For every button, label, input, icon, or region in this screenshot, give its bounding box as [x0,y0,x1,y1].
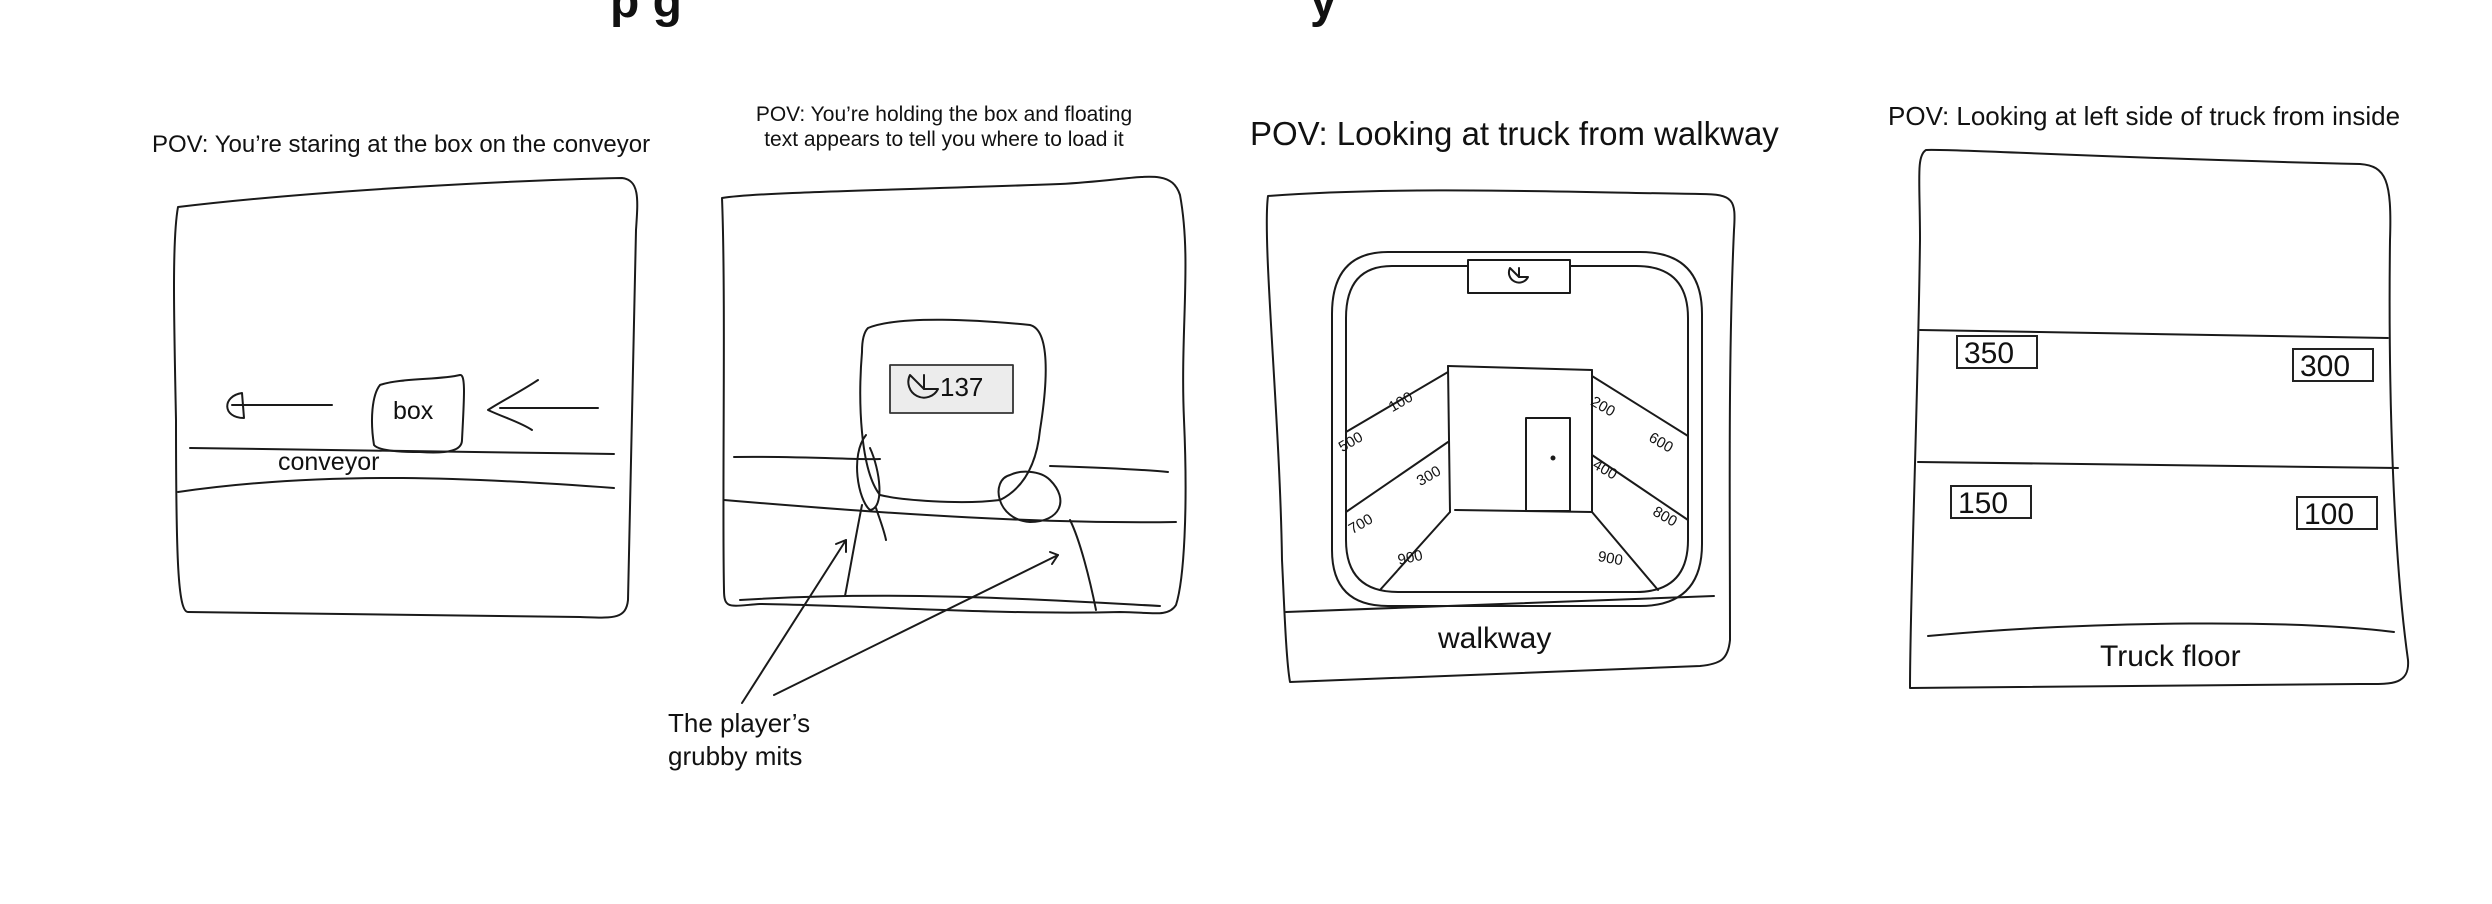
annotation-arrows [741,539,1059,704]
truck-floor-label: Truck floor [2100,640,2241,673]
conveyor-label: conveyor [278,448,380,476]
panel-4-title: POV: Looking at left side of truck from … [1888,101,2401,131]
player-hands-note: The player’s grubby mits [668,708,811,771]
shelf-label: 150 [1950,485,2032,520]
panel-1-frame [173,177,639,619]
arrow-right-icon [487,379,599,431]
box-number-label: 137 [940,372,984,402]
panel-1-box-outline [371,374,465,454]
panel-3-title: POV: Looking at truck from walkway [1250,115,1779,152]
arrow-left-icon [226,392,333,419]
clipped-heading-fragment: p g [610,0,682,28]
panel-2-conveyor [723,455,1177,607]
truck-pie-clock-icon [1507,267,1529,284]
truck-outer-frame [1331,251,1703,607]
panel-2-right-hand [997,470,1097,611]
clipped-heading-fragment-2: y [1310,0,1337,28]
shelf-label: 350 [1956,335,2038,370]
panel-1-title: POV: You’re staring at the box on the co… [152,131,651,158]
shelf-label: 100 [2296,496,2378,531]
shelf-label: 300 [2292,348,2374,383]
truck-interior-lines [1285,259,1715,613]
walkway-label: walkway [1438,622,1552,655]
box-label: box [393,397,434,425]
panel-4-frame [1909,148,2410,689]
panel-1-conveyor [177,447,615,493]
pie-clock-icon [907,374,939,399]
panel-2-frame [721,175,1187,615]
panel-2-left-hand [844,434,887,597]
truck-shelves [1917,329,2399,637]
panel-3-frame [1265,189,1736,683]
panel-2-title: POV: You’re holding the box and floating… [755,103,1133,151]
